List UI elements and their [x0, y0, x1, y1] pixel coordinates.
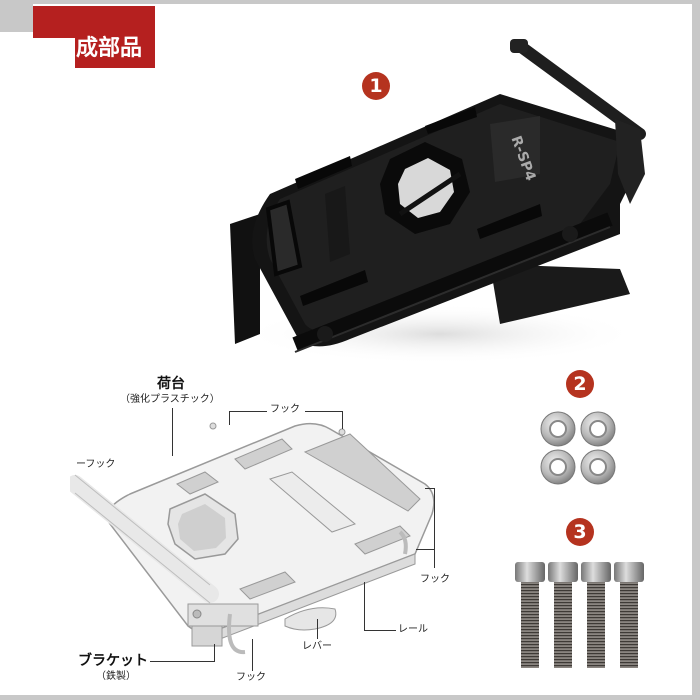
- hook-right-leader-vertical: [434, 488, 435, 568]
- hook-right-label: フック: [420, 574, 450, 585]
- hook-top-leader-left-drop: [229, 411, 230, 425]
- lever-label: レバー: [302, 641, 332, 652]
- part-number-badge-2: 2: [566, 370, 594, 398]
- hook-bottom-label: フック: [236, 672, 266, 683]
- bolt-icon: [548, 562, 578, 668]
- part-number-badge-1: 1: [362, 72, 390, 100]
- hook-right-leader-bottom: [416, 549, 434, 550]
- bracket-material-label: （鉄製）: [96, 671, 136, 682]
- header-tab-extension: [75, 6, 155, 68]
- hook-bottom-leader: [252, 639, 253, 671]
- hook-right-leader-top: [425, 488, 435, 489]
- washer-icon: [580, 449, 616, 485]
- bracket-leader-vertical: [214, 644, 215, 662]
- washer-icon: [580, 411, 616, 447]
- hook-left-label: ーフック: [76, 459, 116, 470]
- bolts-photo: [515, 562, 644, 668]
- hook-top-label: フック: [270, 404, 300, 415]
- rack-photo: R-SP4: [230, 39, 646, 364]
- hook-top-leader-right: [305, 411, 343, 412]
- bolt-icon: [581, 562, 611, 668]
- rail-leader-horizontal: [364, 630, 396, 631]
- rail-leader-vertical: [364, 582, 365, 630]
- bracket-leader-horizontal: [150, 661, 215, 662]
- part-number-badge-3: 3: [566, 518, 594, 546]
- rail-label: レール: [398, 624, 428, 635]
- carrier-label: 荷台: [157, 376, 185, 392]
- frame-corner: [0, 4, 33, 32]
- washers-photo: [540, 411, 616, 485]
- section-title: 成部品: [76, 36, 143, 61]
- washer-icon: [540, 411, 576, 447]
- washer-icon: [540, 449, 576, 485]
- bracket-label: ブラケット: [78, 653, 148, 669]
- lever-leader: [317, 619, 318, 639]
- canvas: 成部品 1 R-SP4: [0, 4, 692, 695]
- hook-top-leader-right-drop: [342, 411, 343, 429]
- hook-top-leader-left: [229, 411, 267, 412]
- carrier-material-label: （強化プラスチック）: [120, 394, 220, 405]
- carrier-leader-line: [172, 408, 173, 456]
- bolt-icon: [515, 562, 545, 668]
- bolt-icon: [614, 562, 644, 668]
- rack-line-drawing: [70, 422, 435, 655]
